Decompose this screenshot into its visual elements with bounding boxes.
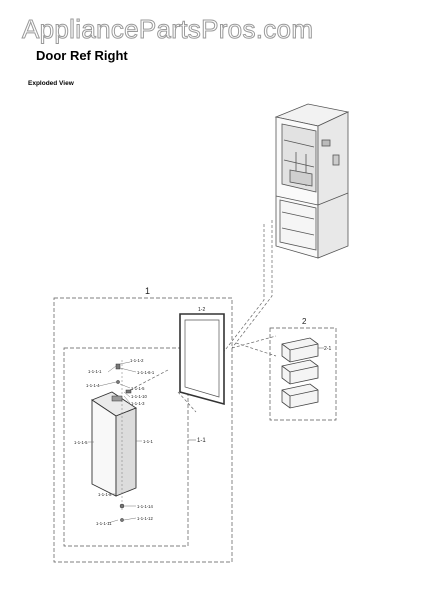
page-subtitle: Exploded View <box>28 80 74 87</box>
door-gasket <box>179 313 225 406</box>
group-2-box <box>269 327 337 421</box>
door-bin-3 <box>281 383 319 409</box>
leader-lines <box>129 220 277 413</box>
label-1-1-1: 1-1-1 <box>143 439 153 444</box>
label-bins: 2-1 <box>324 346 331 352</box>
part-labels: 1-1-1-2 1-1-1-6-1 1-1-1-1 1-1-1-5 1-1-1-… <box>74 358 155 526</box>
label-1-1-1-11: 1-1-1-11 <box>96 521 112 526</box>
label-gasket: 1-2 <box>198 307 205 313</box>
screw-part-1 <box>116 380 120 384</box>
watermark: AppliancePartsPros.com <box>21 14 314 45</box>
label-1-1-1-4: 1-1-1-4 <box>86 383 100 388</box>
door-panel <box>91 391 137 497</box>
bracket-part-1 <box>125 389 132 394</box>
label-1-1-1-1: 1-1-1-1 <box>88 369 102 374</box>
group-2-label: 2 <box>302 317 307 326</box>
label-1-1-1-14: 1-1-1-14 <box>137 504 153 509</box>
door-bins <box>281 337 319 409</box>
label-1-1-1-5-a: 1-1-1-5 <box>131 386 145 391</box>
door-bin-1 <box>281 337 319 363</box>
hinge-part-1 <box>115 363 121 370</box>
door-bin-2 <box>281 359 319 385</box>
label-1-1-1-2: 1-1-1-2 <box>130 358 144 363</box>
label-1-1-1-6-1: 1-1-1-6-1 <box>137 370 155 375</box>
refrigerator-illustration <box>274 103 350 259</box>
screw-part-3 <box>120 518 124 522</box>
callout-lines <box>88 360 142 524</box>
group-1-label: 1 <box>145 286 150 296</box>
label-1-1-1-8: 1-1-1-8 <box>98 492 112 497</box>
label-1-1-1-10: 1-1-1-10 <box>131 394 147 399</box>
page-title: Door Ref Right <box>36 48 128 63</box>
label-1-1-1-5-b: 1-1-1-5 <box>74 440 88 445</box>
group-1-1-label: 1-1 <box>197 438 206 444</box>
group-1-1-box <box>63 347 189 547</box>
group-1-box <box>53 297 233 563</box>
label-1-1-1-12: 1-1-1-12 <box>137 516 153 521</box>
label-1-1-1-3: 1-1-1-3 <box>131 401 145 406</box>
